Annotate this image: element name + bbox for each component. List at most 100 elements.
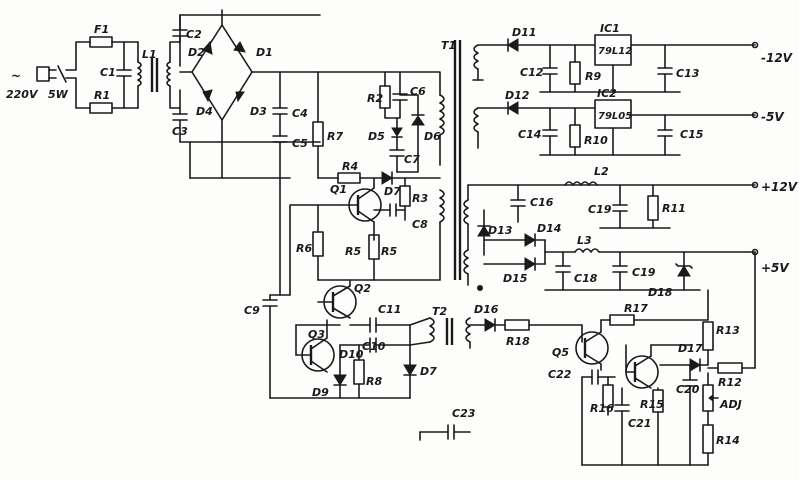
t1-primary-winding <box>439 94 445 136</box>
diode-d4 <box>202 89 213 103</box>
label-d9: D9 <box>312 386 329 399</box>
label-d13: D13 <box>488 224 513 237</box>
diode-d12 <box>507 101 519 115</box>
feedback-section <box>419 251 756 466</box>
label-d11: D11 <box>512 26 536 39</box>
label-d1: D1 <box>256 46 273 59</box>
label-d2: D2 <box>188 46 205 59</box>
resistor-r4 <box>337 172 361 184</box>
label-c16: C16 <box>530 196 554 209</box>
label-c13: C13 <box>676 67 700 80</box>
label-c2: C2 <box>186 28 202 41</box>
power-switch <box>57 65 67 83</box>
label-f1: F1 <box>94 23 109 36</box>
resistor-r14 <box>702 424 714 454</box>
diode-d16 <box>484 318 496 332</box>
label-d7: D7 <box>384 185 401 198</box>
label-d10: D10 <box>339 348 364 361</box>
label-c7: C7 <box>404 153 420 166</box>
label-r3: R3 <box>412 192 428 205</box>
output-neg5-label: -5V <box>761 110 785 124</box>
label-ic2-part: 79L05 <box>598 111 632 122</box>
label-c23: C23 <box>452 407 476 420</box>
ac-symbol: ~ <box>11 69 21 83</box>
resistor-r18 <box>504 319 530 331</box>
label-l2: L2 <box>594 165 609 178</box>
label-c1: C1 <box>100 66 116 79</box>
resistor-r13 <box>702 321 714 351</box>
diode-d6 <box>411 115 425 126</box>
label-q5: Q5 <box>552 346 569 359</box>
label-c14: C14 <box>518 128 541 141</box>
label-l1: L1 <box>142 48 157 61</box>
output-neg12-label: -12V <box>761 51 794 65</box>
label-c3: C3 <box>172 125 188 138</box>
inductor-l1 <box>137 61 142 87</box>
label-r17: R17 <box>624 302 648 315</box>
label-d16: D16 <box>474 303 499 316</box>
label-r14: R14 <box>716 434 740 447</box>
diode-d1 <box>233 41 246 53</box>
label-d14: D14 <box>537 222 561 235</box>
inductor-l2 <box>564 181 598 186</box>
label-q1: Q1 <box>330 183 347 196</box>
label-ic1: IC1 <box>600 22 620 35</box>
label-c22: C22 <box>548 368 572 381</box>
label-d4: D4 <box>196 105 213 118</box>
secondary-outputs <box>463 34 759 291</box>
diode-d7 <box>381 171 393 185</box>
label-d17: D17 <box>678 342 703 355</box>
label-r9: R9 <box>585 70 601 83</box>
resistor-r1 <box>89 102 113 114</box>
label-d18: D18 <box>648 286 673 299</box>
resistor-r8 <box>353 359 365 385</box>
primary-switching <box>262 40 471 399</box>
label-c11: C11 <box>378 303 401 316</box>
diode-d17 <box>689 358 701 372</box>
label-c19-bottom: C19 <box>632 266 656 279</box>
diode-d9 <box>333 374 347 386</box>
transistor-q5 <box>575 331 609 365</box>
label-ic2: IC2 <box>597 87 617 100</box>
diode-d15 <box>524 257 536 271</box>
resistor-r10 <box>569 124 581 148</box>
label-c15: C15 <box>680 128 704 141</box>
label-r12: R12 <box>718 376 742 389</box>
label-c21: C21 <box>628 417 651 430</box>
diode-d14 <box>524 233 536 247</box>
label-c9: C9 <box>244 304 260 317</box>
diode-d3 <box>235 91 245 103</box>
label-ic1-part: 79L12 <box>598 46 632 57</box>
label-r10: R10 <box>584 134 608 147</box>
label-r8: R8 <box>366 375 382 388</box>
label-d12: D12 <box>505 89 530 102</box>
label-t2: T2 <box>432 305 448 318</box>
label-r2: R2 <box>367 92 383 105</box>
label-c12: C12 <box>520 66 544 79</box>
t2-primary <box>429 317 435 343</box>
label-d6: D6 <box>424 130 441 143</box>
resistor-r12 <box>717 362 743 374</box>
label-l3: L3 <box>577 234 592 247</box>
label-r6: R6 <box>296 242 312 255</box>
label-c20: C20 <box>676 383 700 396</box>
output-pos5-label: +5V <box>761 261 790 275</box>
label-c6: C6 <box>410 85 426 98</box>
label-adj: ADJ <box>719 398 742 411</box>
label-d3: D3 <box>250 105 267 118</box>
label-r18: R18 <box>506 335 530 348</box>
diode-d7-lower <box>403 364 417 376</box>
bridge-rectifier <box>179 9 291 179</box>
diode-d2 <box>202 40 213 55</box>
label-c4: C4 <box>292 107 308 120</box>
label-q2: Q2 <box>354 282 371 295</box>
resistor-r6 <box>312 231 324 257</box>
input-section <box>36 14 321 143</box>
label-d5: D5 <box>368 130 385 143</box>
label-r5: R5 <box>345 245 361 258</box>
resistor-r3 <box>399 185 411 207</box>
label-c18: C18 <box>574 272 598 285</box>
label-r5b: R5 <box>381 245 397 258</box>
